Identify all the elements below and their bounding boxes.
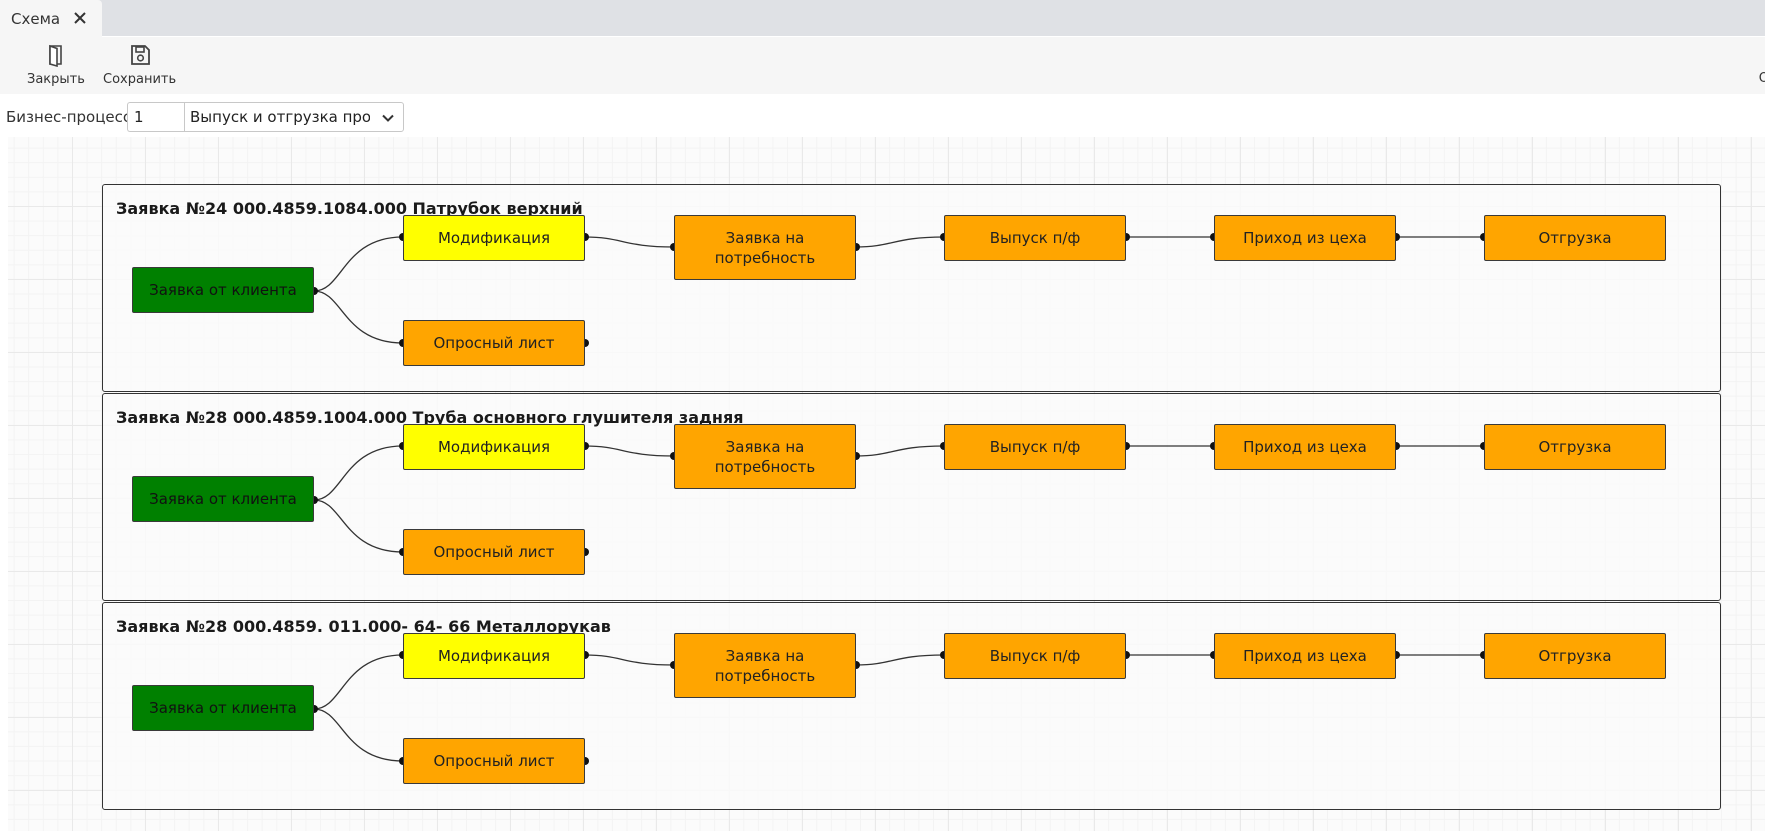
- node-arrival[interactable]: Приход из цеха: [1214, 215, 1396, 261]
- link-client-modification: [313, 236, 404, 292]
- node-shipment[interactable]: Отгрузка: [1484, 633, 1666, 679]
- group-title: Заявка №28 000.4859.1004.000 Труба основ…: [116, 408, 744, 427]
- group-title: Заявка №28 000.4859. 011.000- 64- 66 Мет…: [116, 617, 611, 636]
- request-group[interactable]: Заявка №28 000.4859.1004.000 Труба основ…: [102, 393, 1721, 601]
- door-icon: [49, 44, 62, 67]
- link-client-survey: [313, 499, 404, 553]
- link-modification-need: [584, 654, 675, 666]
- link-modification-need: [584, 445, 675, 457]
- close-button-label: Закрыть: [27, 72, 85, 87]
- link-need-release: [855, 236, 945, 248]
- link-client-modification: [313, 445, 404, 501]
- node-modification[interactable]: Модификация: [403, 215, 585, 261]
- toolbar: Закрыть Сохранить О: [0, 37, 1765, 94]
- node-release[interactable]: Выпуск п/ф: [944, 633, 1126, 679]
- schema-canvas[interactable]: Заявка №24 000.4859.1084.000 Патрубок ве…: [8, 137, 1765, 831]
- node-arrival[interactable]: Приход из цеха: [1214, 424, 1396, 470]
- node-need-request[interactable]: Заявка на потребность: [674, 215, 856, 280]
- process-number-input[interactable]: [127, 102, 184, 132]
- floppy-disk-icon: [130, 45, 150, 65]
- node-client-request[interactable]: Заявка от клиента: [132, 476, 314, 522]
- node-need-request[interactable]: Заявка на потребность: [674, 424, 856, 489]
- save-button-label: Сохранить: [103, 72, 177, 87]
- process-bar: Бизнес-процесс Выпуск и отгрузка продукц…: [0, 94, 1765, 136]
- tab-bar: Схема: [0, 0, 1765, 37]
- process-select[interactable]: Выпуск и отгрузка продукции: [184, 102, 404, 132]
- node-survey[interactable]: Опросный лист: [403, 738, 585, 784]
- request-group[interactable]: Заявка №28 000.4859. 011.000- 64- 66 Мет…: [102, 602, 1721, 810]
- link-client-survey: [313, 708, 404, 762]
- process-select-value: Выпуск и отгрузка продукции: [190, 108, 370, 126]
- link-client-survey: [313, 290, 404, 344]
- node-modification[interactable]: Модификация: [403, 424, 585, 470]
- tab-schema[interactable]: Схема: [0, 0, 102, 37]
- save-button[interactable]: Сохранить: [103, 43, 176, 87]
- node-client-request[interactable]: Заявка от клиента: [132, 685, 314, 731]
- close-button[interactable]: Закрыть: [27, 43, 85, 87]
- group-title: Заявка №24 000.4859.1084.000 Патрубок ве…: [116, 199, 583, 218]
- link-client-modification: [313, 654, 404, 710]
- process-label: Бизнес-процесс: [6, 108, 132, 126]
- chevron-down-icon: [382, 114, 394, 122]
- node-arrival[interactable]: Приход из цеха: [1214, 633, 1396, 679]
- link-modification-need: [584, 236, 675, 248]
- node-survey[interactable]: Опросный лист: [403, 529, 585, 575]
- request-group[interactable]: Заявка №24 000.4859.1084.000 Патрубок ве…: [102, 184, 1721, 392]
- link-need-release: [855, 445, 945, 457]
- node-release[interactable]: Выпуск п/ф: [944, 424, 1126, 470]
- toolbar-right-label[interactable]: О: [1758, 71, 1765, 86]
- node-modification[interactable]: Модификация: [403, 633, 585, 679]
- node-shipment[interactable]: Отгрузка: [1484, 424, 1666, 470]
- node-need-request[interactable]: Заявка на потребность: [674, 633, 856, 698]
- node-shipment[interactable]: Отгрузка: [1484, 215, 1666, 261]
- link-need-release: [855, 654, 945, 666]
- close-icon[interactable]: [72, 10, 88, 26]
- node-survey[interactable]: Опросный лист: [403, 320, 585, 366]
- node-release[interactable]: Выпуск п/ф: [944, 215, 1126, 261]
- tab-label: Схема: [11, 9, 61, 28]
- node-client-request[interactable]: Заявка от клиента: [132, 267, 314, 313]
